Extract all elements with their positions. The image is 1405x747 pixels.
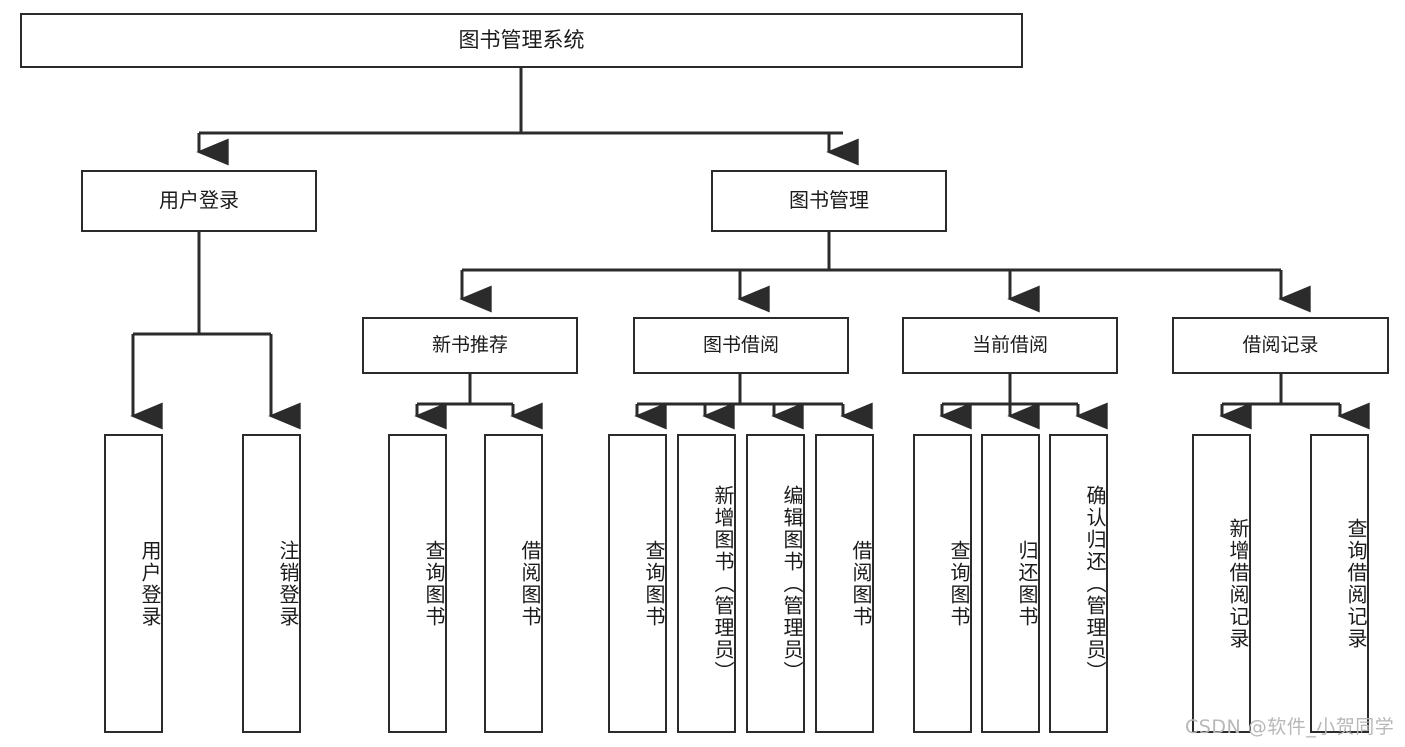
node-current-borrowing[interactable]: 当前借阅 xyxy=(902,317,1118,374)
leaf-return-books[interactable]: 归还图书 xyxy=(981,434,1040,733)
leaf-query-books-borrowing[interactable]: 查询图书 xyxy=(608,434,667,733)
leaf-edit-book-admin[interactable]: 编辑图书（管理员） xyxy=(746,434,805,733)
node-label: 图书借阅 xyxy=(702,334,779,357)
node-label: 新增借阅记录 xyxy=(1226,517,1250,650)
node-label: 新增图书（管理员） xyxy=(711,484,735,683)
node-label: 借阅记录 xyxy=(1242,334,1319,357)
node-label: 查询图书 xyxy=(947,539,971,628)
node-user-login[interactable]: 用户登录 xyxy=(81,170,317,232)
leaf-borrow-books[interactable]: 借阅图书 xyxy=(815,434,874,733)
leaf-user-login[interactable]: 用户登录 xyxy=(104,434,163,733)
node-book-management[interactable]: 图书管理 xyxy=(711,170,947,232)
node-root-book-management-system[interactable]: 图书管理系统 xyxy=(20,13,1023,68)
node-book-borrowing[interactable]: 图书借阅 xyxy=(633,317,849,374)
node-label: 查询图书 xyxy=(642,539,666,628)
leaf-query-books-recommendation[interactable]: 查询图书 xyxy=(388,434,447,733)
leaf-add-borrow-record[interactable]: 新增借阅记录 xyxy=(1192,434,1251,733)
node-label: 用户登录 xyxy=(159,188,239,213)
leaf-query-books-current[interactable]: 查询图书 xyxy=(913,434,972,733)
node-label: 用户登录 xyxy=(138,539,162,628)
leaf-add-book-admin[interactable]: 新增图书（管理员） xyxy=(677,434,736,733)
node-label: 借阅图书 xyxy=(849,539,873,628)
node-label: 当前借阅 xyxy=(971,334,1048,357)
leaf-query-borrow-record[interactable]: 查询借阅记录 xyxy=(1310,434,1369,733)
leaf-borrow-books-recommendation[interactable]: 借阅图书 xyxy=(484,434,543,733)
node-label: 查询借阅记录 xyxy=(1344,517,1368,650)
node-label: 确认归还（管理员） xyxy=(1083,484,1107,683)
node-label: 新书推荐 xyxy=(431,334,508,357)
node-label: 归还图书 xyxy=(1015,539,1039,628)
node-new-book-recommendation[interactable]: 新书推荐 xyxy=(362,317,578,374)
node-label: 查询图书 xyxy=(422,539,446,628)
node-label: 图书管理 xyxy=(789,188,869,213)
leaf-confirm-return-admin[interactable]: 确认归还（管理员） xyxy=(1049,434,1108,733)
node-label: 借阅图书 xyxy=(518,539,542,628)
csdn-watermark: CSDN @软件_小贺同学 xyxy=(1185,716,1395,738)
node-label: 注销登录 xyxy=(276,539,300,628)
node-borrowing-records[interactable]: 借阅记录 xyxy=(1172,317,1389,374)
leaf-logout[interactable]: 注销登录 xyxy=(242,434,301,733)
node-label: 图书管理系统 xyxy=(458,28,585,53)
node-label: 编辑图书（管理员） xyxy=(780,484,804,683)
